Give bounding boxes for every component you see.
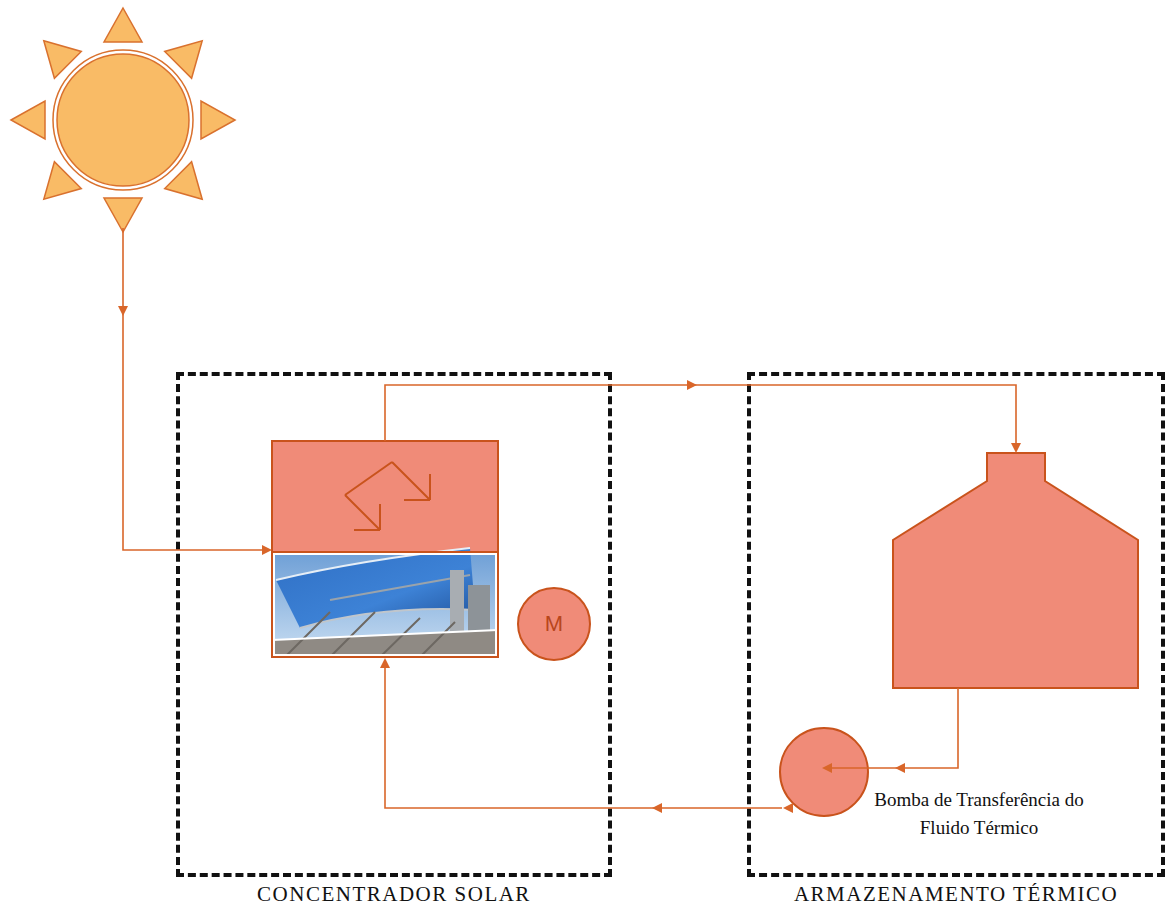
sun-ray: [165, 41, 202, 78]
collector-photo: [272, 548, 498, 657]
sun-symbol: [11, 8, 235, 232]
flow-arrowheads: [118, 306, 1021, 813]
arrowhead: [895, 763, 905, 773]
pump-circle: Bomba de Transferência do Fluido Térmico: [779, 727, 869, 817]
flow-lines: [123, 228, 1016, 808]
group-heading: ARMAZENAMENTO TÉRMICO: [751, 882, 1161, 907]
group-frame: ARMAZENAMENTO TÉRMICOBomba de Transferên…: [747, 372, 1165, 877]
motor-circle: M: [517, 587, 591, 661]
sun-ray: [104, 198, 142, 232]
radiation-arrows: [345, 462, 430, 530]
sun-ray: [44, 162, 81, 199]
arrowhead: [783, 803, 793, 813]
sun-ray: [201, 101, 235, 139]
sun-ring: [53, 50, 193, 190]
arrowhead: [1011, 443, 1021, 453]
arrowhead: [380, 658, 390, 668]
sun-ray: [44, 41, 81, 78]
sun-ray: [11, 101, 45, 139]
collector-box: [272, 441, 498, 552]
sun-disc: [57, 54, 189, 186]
group-heading: CONCENTRADOR SOLAR: [180, 882, 608, 907]
sun-ray: [104, 8, 142, 42]
arrowhead: [687, 380, 697, 390]
arrowhead: [262, 545, 272, 555]
storage-tank: [893, 453, 1138, 688]
arrowhead: [822, 763, 832, 773]
arrowhead: [652, 803, 662, 813]
motor-label: M: [519, 611, 589, 637]
sun-ray: [165, 162, 202, 199]
pump-label: Bomba de Transferência do Fluido Térmico: [872, 786, 1086, 842]
group-frame: CONCENTRADOR SOLARM: [176, 372, 612, 877]
arrowhead: [118, 306, 128, 316]
